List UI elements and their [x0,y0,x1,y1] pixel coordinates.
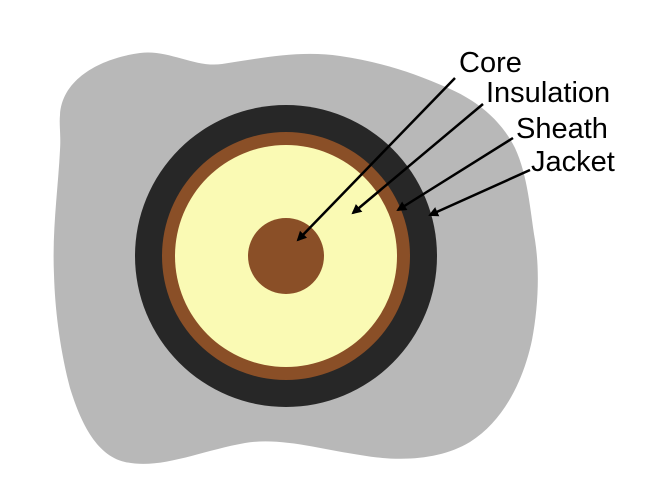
jacket-label: Jacket [531,146,615,178]
jacket-arrow [428,168,531,217]
insulation-label: Insulation [486,77,610,109]
insulation-arrow [351,103,484,215]
core-label: Core [459,47,522,79]
core-layer [248,218,324,294]
core-arrow [296,77,456,242]
sheath-arrow [396,136,514,212]
sheath-label: Sheath [516,113,608,145]
